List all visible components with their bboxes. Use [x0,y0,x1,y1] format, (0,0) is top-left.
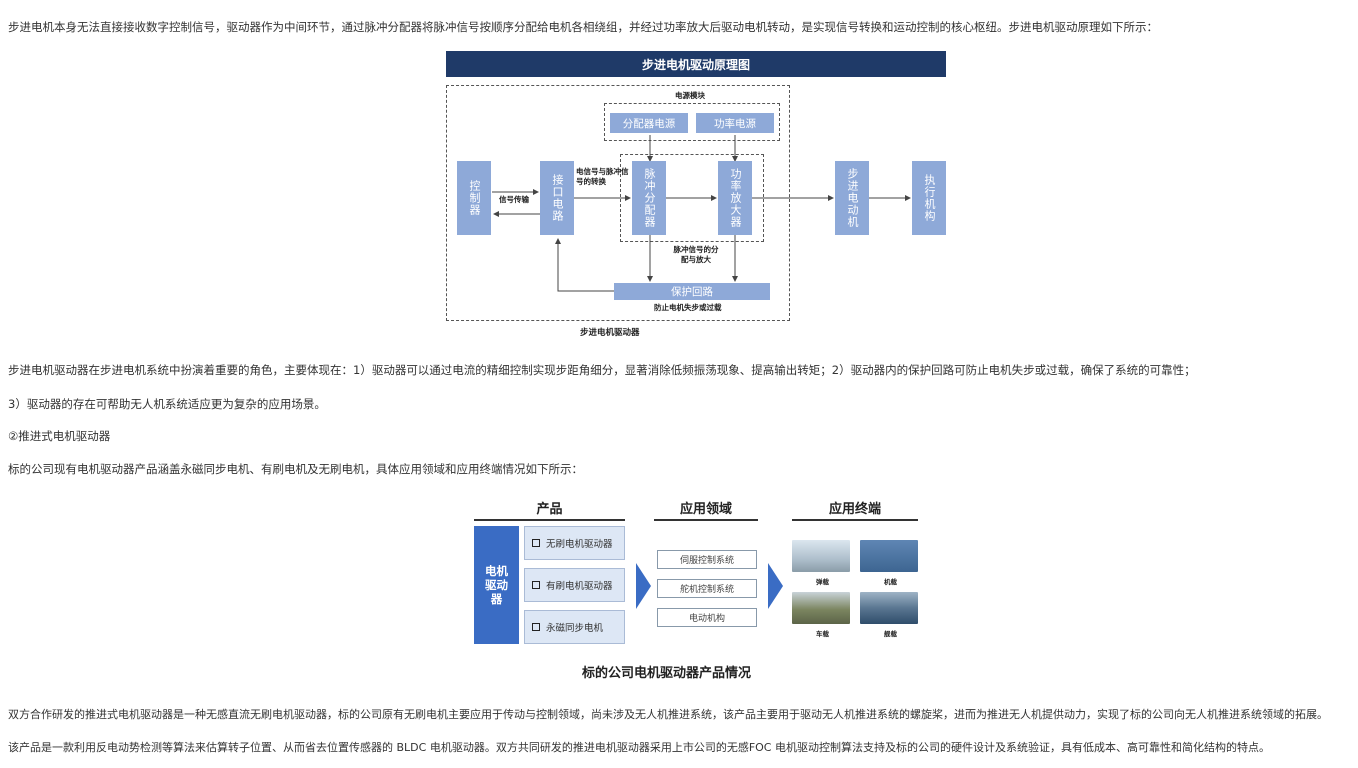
figure-title: 标的公司电机驱动器产品情况 [582,666,752,681]
terminal-caption: 舰载 [884,630,897,638]
distributor-power-block: 分配器电源 [610,113,688,133]
product-item: 有刷电机驱动器 [524,568,625,602]
terminal-caption: 车载 [816,630,829,638]
arrow-right-icon [636,563,651,609]
paragraph-bldc: 该产品是一款利用反电动势检测等算法来估算转子位置、从而省去位置传感器的 BLDC… [8,741,1270,754]
power-module-label: 电源模块 [675,91,705,100]
missile-image-icon [792,540,850,572]
paragraph-products: 标的公司现有电机驱动器产品涵盖永磁同步电机、有刷电机及无刷电机，具体应用领域和应… [8,462,583,476]
conversion-label: 电信号与脉冲信号的转换 [576,167,629,186]
dist-amp-label: 脉冲信号的分配与放大 [673,245,719,264]
ship-image-icon [860,592,918,624]
vehicle-image-icon [792,592,850,624]
field-item: 电动机构 [657,608,757,627]
header-field: 应用领域 [654,498,758,521]
product-overview-diagram: 产品 应用领域 应用终端 电机驱动器 无刷电机驱动器 有刷电机驱动器 永磁同步电… [470,496,922,686]
protection-circuit-block: 保护回路 [614,283,770,300]
terminal-caption: 机载 [884,578,897,586]
diagram-arrows [492,135,911,292]
paragraph-roles-3: 3）驱动器的存在可帮助无人机系统适应更为复杂的应用场景。 [8,397,326,411]
signal-transfer-label: 信号传输 [499,195,529,204]
stepper-motor-block: 步进电动机 [835,161,869,235]
arrow-right-icon [768,563,783,609]
power-module-boundary [604,103,780,141]
product-item: 永磁同步电机 [524,610,625,644]
actuator-block: 执行机构 [912,161,946,235]
field-item: 伺服控制系统 [657,550,757,569]
protect-label: 防止电机失步或过载 [654,303,722,312]
checkbox-icon [532,539,540,547]
controller-block: 控制器 [457,161,491,235]
amplifier-power-block: 功率电源 [696,113,774,133]
aircraft-image-icon [860,540,918,572]
section-heading: ②推进式电机驱动器 [8,429,111,443]
motor-driver-block: 电机驱动器 [474,526,519,644]
terminal-caption: 弹载 [816,578,829,586]
checkbox-icon [532,623,540,631]
power-amplifier-block: 功率放大器 [718,161,752,235]
driver-label: 步进电机驱动器 [580,328,640,338]
pulse-distributor-block: 脉冲分配器 [632,161,666,235]
header-product: 产品 [474,498,625,521]
interface-circuit-block: 接口电路 [540,161,574,235]
checkbox-icon [532,581,540,589]
field-item: 舵机控制系统 [657,579,757,598]
driver-boundary [446,85,790,321]
diagram-title: 步进电机驱动原理图 [446,51,946,77]
product-item: 无刷电机驱动器 [524,526,625,560]
header-terminal: 应用终端 [792,498,918,521]
paragraph-propulsion: 双方合作研发的推进式电机驱动器是一种无感直流无刷电机驱动器，标的公司原有无刷电机… [8,708,1328,721]
paragraph-roles: 步进电机驱动器在步进电机系统中扮演着重要的角色，主要体现在：1）驱动器可以通过电… [8,363,1196,377]
stepper-driver-diagram: 步进电机驱动原理图 电源模块 分配器电源 功率电源 控制器 接口电路 脉冲分配器… [446,51,948,343]
paragraph-intro: 步进电机本身无法直接接收数字控制信号，驱动器作为中间环节，通过脉冲分配器将脉冲信… [8,20,1158,34]
